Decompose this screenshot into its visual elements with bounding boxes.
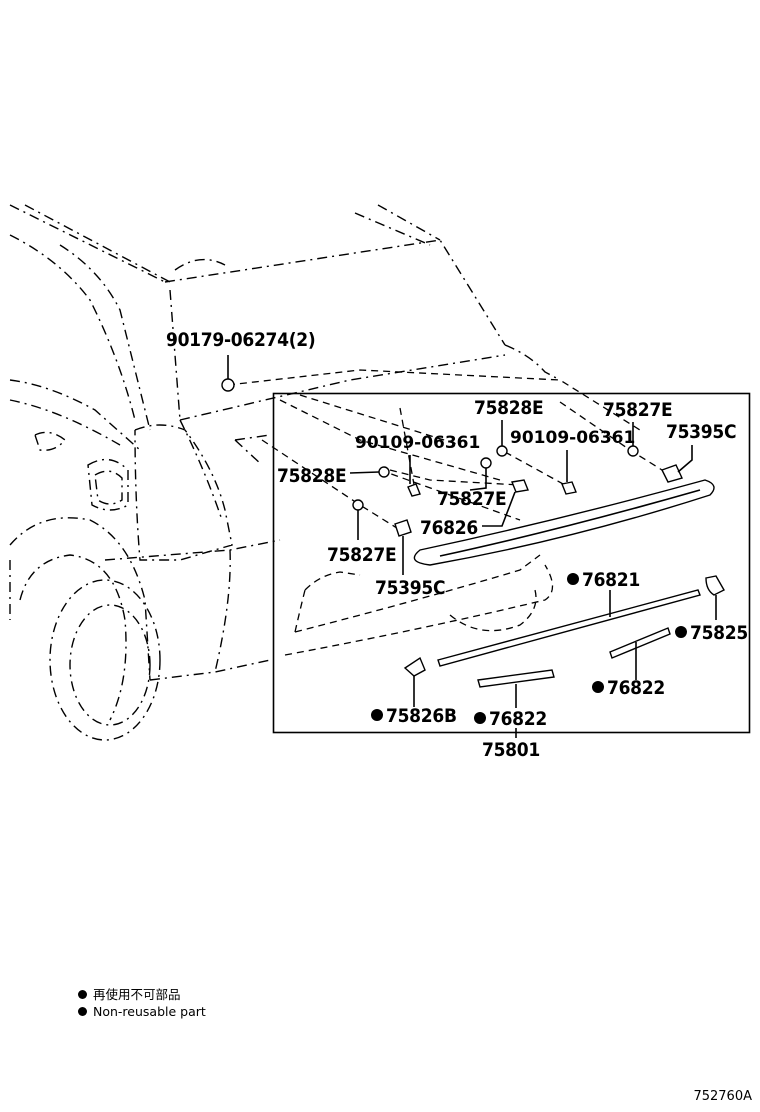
label-end-piece-left: 75826B: [386, 705, 457, 727]
label-moulding-right: 76822: [607, 677, 665, 699]
label-spoiler-clip: 76826: [420, 517, 478, 539]
clip-75395c-lower-icon: [394, 519, 412, 537]
cushion-upper-icon: [496, 445, 508, 457]
label-end-piece-right: 75825: [690, 622, 748, 644]
part-labels: 90179-06274(2) 75828E 75827E 75395C 9010…: [166, 329, 748, 761]
label-cushion-upper: 75828E: [474, 397, 543, 419]
vehicle-outline: [9, 204, 561, 741]
spoiler-parts: [284, 479, 725, 688]
cushion-left-icon: [378, 466, 390, 478]
clip-mid-icon: [480, 457, 492, 469]
clip-lower-left-icon: [352, 499, 364, 511]
detail-frame: [272, 392, 751, 734]
clip-75395c-upper-icon: [661, 464, 683, 483]
spoiler-clip-icon: [511, 479, 529, 493]
legend-text-ja: 再使用不可部品: [93, 987, 181, 1002]
bolt-90179-icon: [221, 378, 235, 392]
label-moulding-upper: 76821: [582, 569, 640, 591]
label-clip-75395c-lower: 75395C: [375, 577, 445, 599]
label-screw-left: 90109-06361: [355, 433, 480, 453]
label-clip-75395c-upper: 75395C: [666, 421, 736, 443]
label-clip-mid: 75827E: [437, 488, 506, 510]
label-clip-lower-left: 75827E: [327, 544, 396, 566]
screw-right-icon: [561, 481, 577, 495]
label-screw-right: 90109-06361: [510, 428, 635, 448]
figure-code: 752760A: [693, 1089, 752, 1104]
leader-lines: [227, 355, 717, 738]
label-clip-upper-right: 75827E: [603, 399, 672, 421]
bullet-icon: [78, 1007, 87, 1016]
label-moulding-lower: 76822: [489, 708, 547, 730]
bullet-icon: [78, 990, 87, 999]
legend-row-en: Non-reusable part: [78, 1003, 206, 1020]
label-bolt-90179: 90179-06274(2): [166, 329, 315, 351]
legend: 再使用不可部品 Non-reusable part: [78, 986, 206, 1020]
legend-row-ja: 再使用不可部品: [78, 986, 206, 1003]
label-cushion-left: 75828E: [277, 465, 346, 487]
screw-left-icon: [407, 483, 421, 497]
label-assembly: 75801: [482, 739, 540, 761]
legend-text-en: Non-reusable part: [93, 1004, 206, 1019]
